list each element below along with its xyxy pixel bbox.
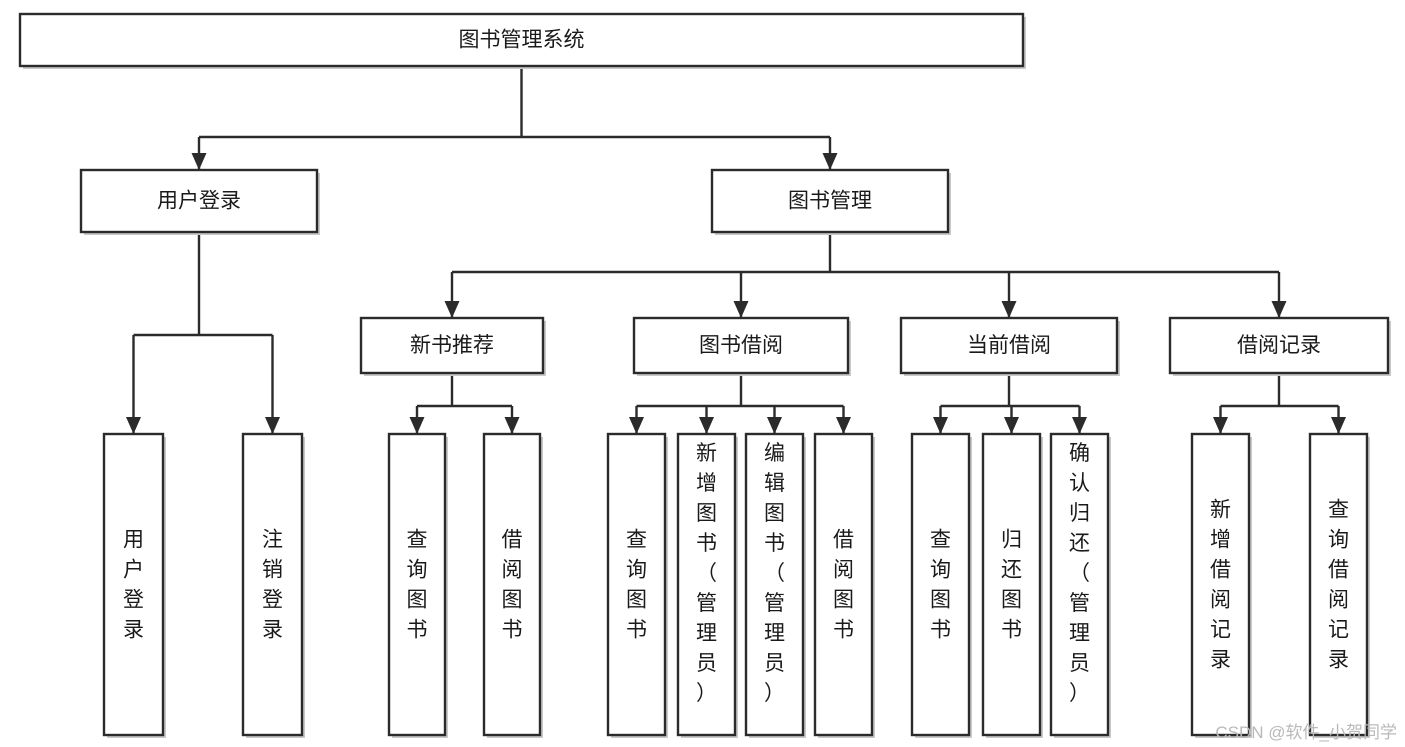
connector-edge-current-bus (933, 373, 1087, 434)
node-leaf-user-login[interactable]: 用户登录 (102, 432, 166, 738)
node-label-leaf-borrow-book: 借阅图书 (833, 529, 854, 642)
node-new-book-recommend[interactable]: 新书推荐 (359, 316, 546, 376)
node-label-leaf-logout: 注销登录 (262, 529, 283, 642)
arrow-head-icon (504, 417, 520, 434)
arrow-head-icon (1213, 417, 1228, 434)
node-label-leaf-query-book-recommend: 查询图书 (407, 529, 428, 642)
arrow-head-icon (699, 417, 714, 434)
arrow-head-icon (733, 301, 749, 318)
node-leaf-borrow-book[interactable]: 借阅图书 (813, 432, 875, 738)
arrow-head-icon (191, 153, 207, 170)
arrow-head-icon (1072, 417, 1087, 434)
arrow-head-icon (1331, 417, 1346, 434)
node-leaf-confirm-return[interactable]: 确认归还（管理员） (1049, 432, 1111, 738)
connector-edge-bookmgmt-bus (444, 232, 1287, 318)
arrow-head-icon (767, 417, 782, 434)
node-leaf-query-borrow-record[interactable]: 查询借阅记录 (1308, 432, 1370, 738)
arrow-head-icon (444, 301, 460, 318)
node-leaf-query-book-borrow[interactable]: 查询图书 (606, 432, 668, 738)
node-borrow-record[interactable]: 借阅记录 (1168, 316, 1391, 376)
node-label-leaf-return-book: 归还图书 (1001, 529, 1022, 642)
node-current-borrow[interactable]: 当前借阅 (899, 316, 1120, 376)
connector-edge-borrow-bus (629, 373, 851, 434)
node-leaf-logout[interactable]: 注销登录 (241, 432, 305, 738)
node-label-leaf-query-book-borrow: 查询图书 (626, 529, 647, 642)
node-label-user-login: 用户登录 (157, 190, 241, 213)
arrow-head-icon (629, 417, 644, 434)
node-label-leaf-query-borrow-record: 查询借阅记录 (1328, 499, 1349, 672)
node-leaf-query-book-recommend[interactable]: 查询图书 (387, 432, 448, 738)
node-leaf-return-book[interactable]: 归还图书 (981, 432, 1043, 738)
node-label-leaf-edit-book: 编辑图书（管理员） (764, 442, 785, 705)
node-book-borrow[interactable]: 图书借阅 (632, 316, 851, 376)
arrow-head-icon (933, 417, 948, 434)
node-label-borrow-record: 借阅记录 (1237, 334, 1321, 357)
connector-edge-userlogin-bus (126, 232, 280, 434)
node-label-book-management: 图书管理 (788, 190, 872, 213)
node-leaf-add-book[interactable]: 新增图书（管理员） (676, 432, 738, 738)
node-label-book-borrow: 图书借阅 (699, 334, 783, 357)
arrow-head-icon (1271, 301, 1287, 318)
arrow-head-icon (126, 417, 141, 434)
arrow-head-icon (836, 417, 851, 434)
node-label-leaf-user-login: 用户登录 (123, 529, 144, 642)
node-leaf-add-borrow-record[interactable]: 新增借阅记录 (1190, 432, 1252, 738)
node-label-leaf-add-book: 新增图书（管理员） (696, 442, 717, 705)
node-leaf-edit-book[interactable]: 编辑图书（管理员） (744, 432, 806, 738)
connector-edge-root-bus (191, 66, 838, 170)
node-label-new-book-recommend: 新书推荐 (410, 334, 494, 357)
arrow-head-icon (822, 153, 838, 170)
node-leaf-borrow-book-recommend[interactable]: 借阅图书 (482, 432, 543, 738)
connector-edge-recommend-bus (409, 373, 520, 434)
arrow-head-icon (265, 417, 280, 434)
arrow-head-icon (409, 417, 425, 434)
node-label-current-borrow: 当前借阅 (967, 334, 1051, 357)
node-root[interactable]: 图书管理系统 (18, 12, 1026, 69)
node-leaf-query-book-current[interactable]: 查询图书 (910, 432, 972, 738)
node-label-leaf-query-book-current: 查询图书 (930, 529, 951, 642)
node-label-root: 图书管理系统 (459, 29, 585, 52)
connector-edge-record-bus (1213, 373, 1346, 434)
node-label-leaf-add-borrow-record: 新增借阅记录 (1210, 499, 1231, 672)
arrow-head-icon (1004, 417, 1019, 434)
arrow-head-icon (1001, 301, 1017, 318)
node-user-login[interactable]: 用户登录 (79, 168, 320, 235)
node-label-leaf-confirm-return: 确认归还（管理员） (1069, 442, 1090, 705)
node-book-management[interactable]: 图书管理 (710, 168, 951, 235)
node-label-leaf-borrow-book-recommend: 借阅图书 (502, 529, 523, 642)
connector-layer (126, 66, 1346, 434)
node-layer: 图书管理系统用户登录图书管理新书推荐图书借阅当前借阅借阅记录用户登录注销登录查询… (18, 12, 1391, 738)
